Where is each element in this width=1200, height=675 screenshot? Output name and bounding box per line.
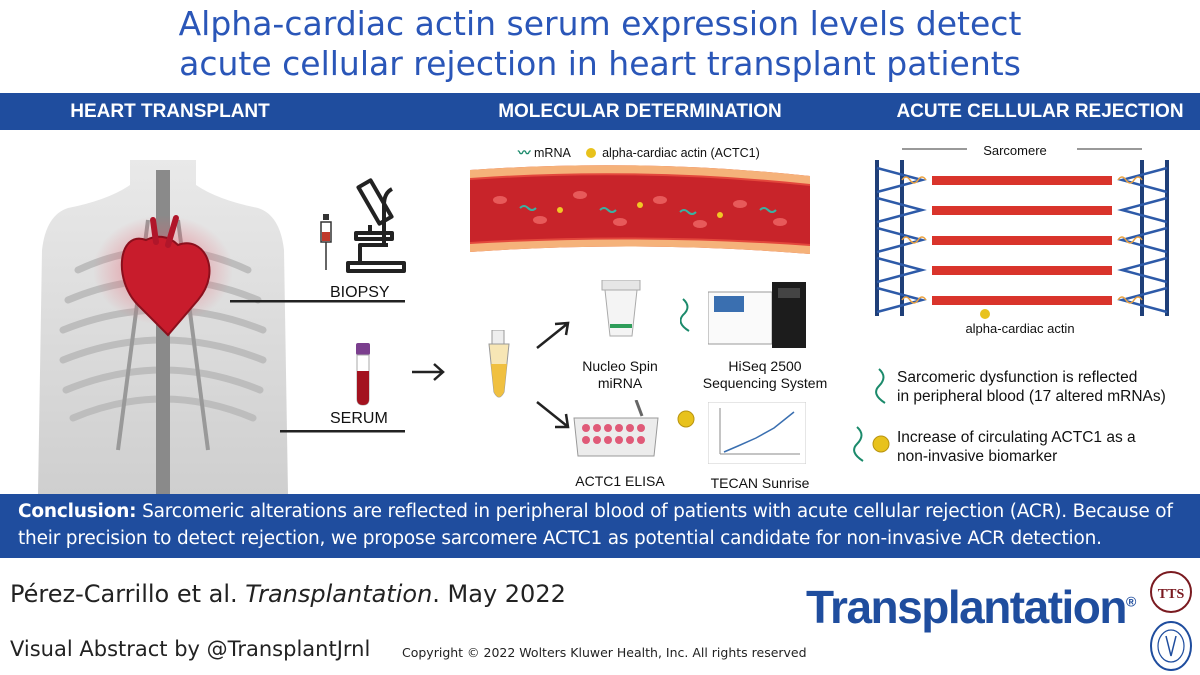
- sample-tube-icon: [488, 330, 510, 398]
- diagram-panels: BIOPSY SERUM 〰 mRNA alpha-cardiac actin …: [0, 130, 1200, 494]
- serum-label: SERUM: [330, 410, 388, 427]
- syringe-icon: [320, 214, 332, 270]
- standard-curve-plot: [708, 402, 806, 464]
- sarcomere-illustration: [875, 148, 1169, 319]
- legend-mrna-label: mRNA: [534, 146, 571, 160]
- citation-authors: Pérez-Carrillo et al.: [10, 580, 246, 608]
- society-logo-text: TTS: [1158, 587, 1185, 602]
- sequencer-icon: [708, 282, 806, 348]
- section-header-bar: HEART TRANSPLANT MOLECULAR DETERMINATION…: [0, 93, 1200, 130]
- arrow-to-sample-icon: [412, 363, 445, 381]
- actin-label: alpha-cardiac actin: [965, 321, 1075, 336]
- human-torso-illustration: [38, 160, 288, 494]
- mrna-actin-finding-icon: [853, 426, 890, 462]
- finding-actc1-biomarker: Increase of circulating ACTC1 as a non-i…: [897, 428, 1136, 466]
- legend: 〰 mRNA alpha-cardiac actin (ACTC1): [518, 142, 760, 161]
- page-title: Alpha-cardiac actin serum expression lev…: [0, 4, 1200, 84]
- journal-logo: Transplantation®: [806, 580, 1136, 634]
- nucleo-spin-label-line-2: miRNA: [597, 375, 643, 391]
- mrna-legend-icon: 〰: [518, 146, 531, 160]
- finding-1-line-2: in peripheral blood (17 altered mRNAs): [897, 388, 1166, 405]
- conclusion-banner: Conclusion: Sarcomeric alterations are r…: [0, 494, 1200, 558]
- finding-sarcomeric-dysfunction: Sarcomeric dysfunction is reflected in p…: [897, 368, 1166, 406]
- sarcomere-label: Sarcomere: [983, 143, 1047, 158]
- mrna-finding-icon: [875, 368, 886, 404]
- citation-journal: Transplantation: [245, 580, 433, 608]
- journal-logo-text: Transplantation: [806, 581, 1127, 633]
- blood-tube-icon: [356, 343, 370, 406]
- elisa-label: ACTC1 ELISA: [575, 473, 665, 489]
- arrow-down-icon: [536, 401, 570, 429]
- nucleo-spin-label-line-1: Nucleo Spin: [582, 358, 658, 374]
- finding-1-line-1: Sarcomeric dysfunction is reflected: [897, 369, 1138, 386]
- actin-legend-icon: [585, 148, 596, 158]
- actin-marker-icon: [677, 410, 695, 428]
- visual-abstract-credit: Visual Abstract by @TransplantJrnl: [10, 637, 371, 661]
- title-line-2: acute cellular rejection in heart transp…: [179, 44, 1021, 83]
- blood-vessel-illustration: [470, 165, 810, 254]
- nucleo-spin-column-icon: [601, 280, 641, 337]
- registered-mark: ®: [1125, 593, 1137, 610]
- biopsy-connector-line: [230, 300, 405, 303]
- legend-actin-label: alpha-cardiac actin (ACTC1): [602, 146, 760, 160]
- conclusion-label: Conclusion:: [18, 501, 137, 522]
- section-heading-molecular-determination: MOLECULAR DETERMINATION: [498, 101, 782, 122]
- citation-date: . May 2022: [432, 580, 566, 608]
- finding-2-line-2: non-invasive biomarker: [897, 448, 1058, 465]
- serum-connector-line: [280, 430, 405, 433]
- copyright-notice: Copyright © 2022 Wolters Kluwer Health, …: [402, 645, 807, 660]
- biopsy-label: BIOPSY: [330, 284, 390, 301]
- tecan-label: TECAN Sunrise: [710, 475, 810, 491]
- elisa-plate-icon: [573, 400, 659, 457]
- hiseq-label-line-2: Sequencing System: [702, 375, 828, 391]
- finding-2-line-1: Increase of circulating ACTC1 as a: [897, 429, 1136, 446]
- citation: Pérez-Carrillo et al. Transplantation. M…: [10, 580, 566, 608]
- dna-icon: [680, 298, 690, 332]
- nucleo-spin-label: Nucleo Spin miRNA: [570, 358, 670, 392]
- microscope-icon: [346, 178, 406, 273]
- title-line-1: Alpha-cardiac actin serum expression lev…: [178, 4, 1022, 43]
- society-logo-icon: TTS: [1150, 571, 1192, 613]
- hiseq-label: HiSeq 2500 Sequencing System: [700, 358, 830, 392]
- section-heading-acute-cellular-rejection: ACUTE CELLULAR REJECTION: [896, 101, 1184, 122]
- conclusion-text: Sarcomeric alterations are reflected in …: [18, 501, 1173, 549]
- arrow-up-icon: [536, 321, 570, 349]
- section-heading-heart-transplant: HEART TRANSPLANT: [70, 101, 270, 122]
- society-seal-icon: [1150, 621, 1192, 671]
- hiseq-label-line-1: HiSeq 2500: [728, 358, 802, 374]
